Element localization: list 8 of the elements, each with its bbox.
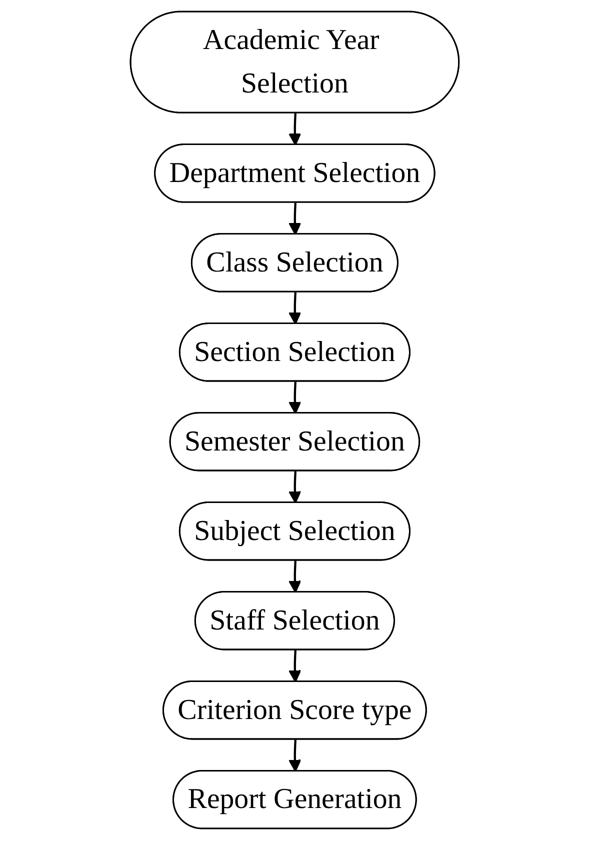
arrow: [288, 740, 302, 772]
arrow: [288, 471, 302, 504]
arrow: [288, 202, 302, 236]
arrow: [288, 560, 302, 594]
arrow: [288, 382, 302, 414]
arrow: [288, 292, 302, 325]
arrow: [288, 650, 302, 683]
arrow: [288, 113, 302, 146]
